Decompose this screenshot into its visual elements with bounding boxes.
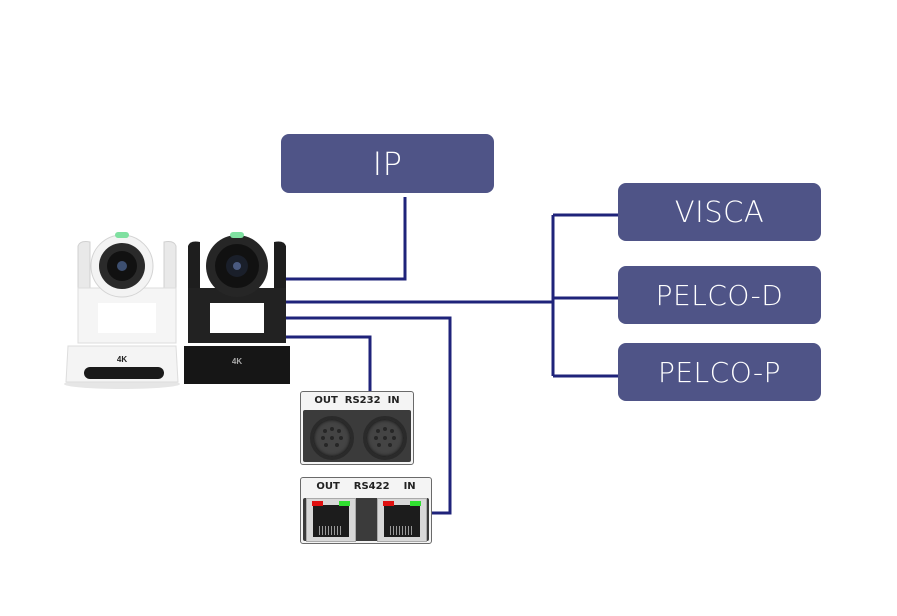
rs232-in-port	[363, 416, 407, 460]
black-ptz-camera: 4K	[184, 232, 290, 384]
visca-protocol-box: VISCA	[618, 183, 821, 241]
pelco-d-label: PELCO-D	[655, 278, 784, 312]
ip-protocol-box: IP	[281, 134, 494, 193]
line-to-rs232	[286, 335, 372, 392]
rs232-out-label: OUT	[314, 394, 338, 406]
rs422-header: OUT RS422 IN	[301, 478, 431, 494]
green-led-icon	[339, 501, 350, 506]
visca-label: VISCA	[674, 195, 765, 229]
white-camera-4k-badge: 4K	[117, 355, 127, 364]
rs232-port-panel: OUT RS232 IN	[300, 391, 414, 465]
pelco-d-protocol-box: PELCO-D	[618, 266, 821, 324]
rs232-name-label: RS232	[344, 394, 381, 406]
rs422-in-port	[377, 498, 427, 542]
pelco-p-protocol-box: PELCO-P	[618, 343, 821, 401]
line-to-rs422	[286, 316, 452, 515]
green-led-icon	[410, 501, 421, 506]
rs422-name-label: RS422	[353, 480, 390, 492]
pelco-p-label: PELCO-P	[657, 355, 782, 389]
rs422-in-label: IN	[403, 480, 416, 492]
rs422-out-label: OUT	[316, 480, 340, 492]
red-led-icon	[383, 501, 394, 506]
black-camera-4k-badge: 4K	[232, 357, 242, 366]
rs422-out-port	[306, 498, 356, 542]
rs232-in-label: IN	[387, 394, 400, 406]
ip-label: IP	[372, 144, 403, 183]
rs232-out-port	[310, 416, 354, 460]
rs232-header: OUT RS232 IN	[301, 392, 413, 408]
red-led-icon	[312, 501, 323, 506]
rs422-port-panel: OUT RS422 IN	[300, 477, 432, 544]
line-to-ip	[286, 197, 407, 281]
white-ptz-camera: 4K	[64, 232, 180, 389]
